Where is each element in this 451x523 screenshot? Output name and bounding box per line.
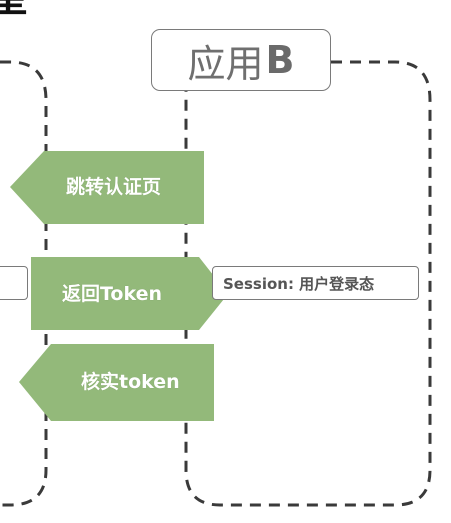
verify-token-label: 核实token xyxy=(81,371,180,393)
app-b-title-prefix: 应用 xyxy=(187,41,264,86)
redirect-auth-arrow xyxy=(10,151,204,224)
return-token-label: 返回Token xyxy=(62,283,163,305)
app-b-container-border xyxy=(184,60,432,507)
verify-token-arrow xyxy=(19,344,214,421)
session-box-text: Session: 用户登录态 xyxy=(223,274,375,293)
return-token-arrow xyxy=(31,257,228,330)
left-partial-box xyxy=(0,266,28,300)
app-b-title-letter: B xyxy=(265,38,295,82)
session-box: Session: 用户登录态 xyxy=(212,266,419,300)
partial-title-text: 星 xyxy=(0,0,28,18)
redirect-auth-label: 跳转认证页 xyxy=(66,176,162,198)
